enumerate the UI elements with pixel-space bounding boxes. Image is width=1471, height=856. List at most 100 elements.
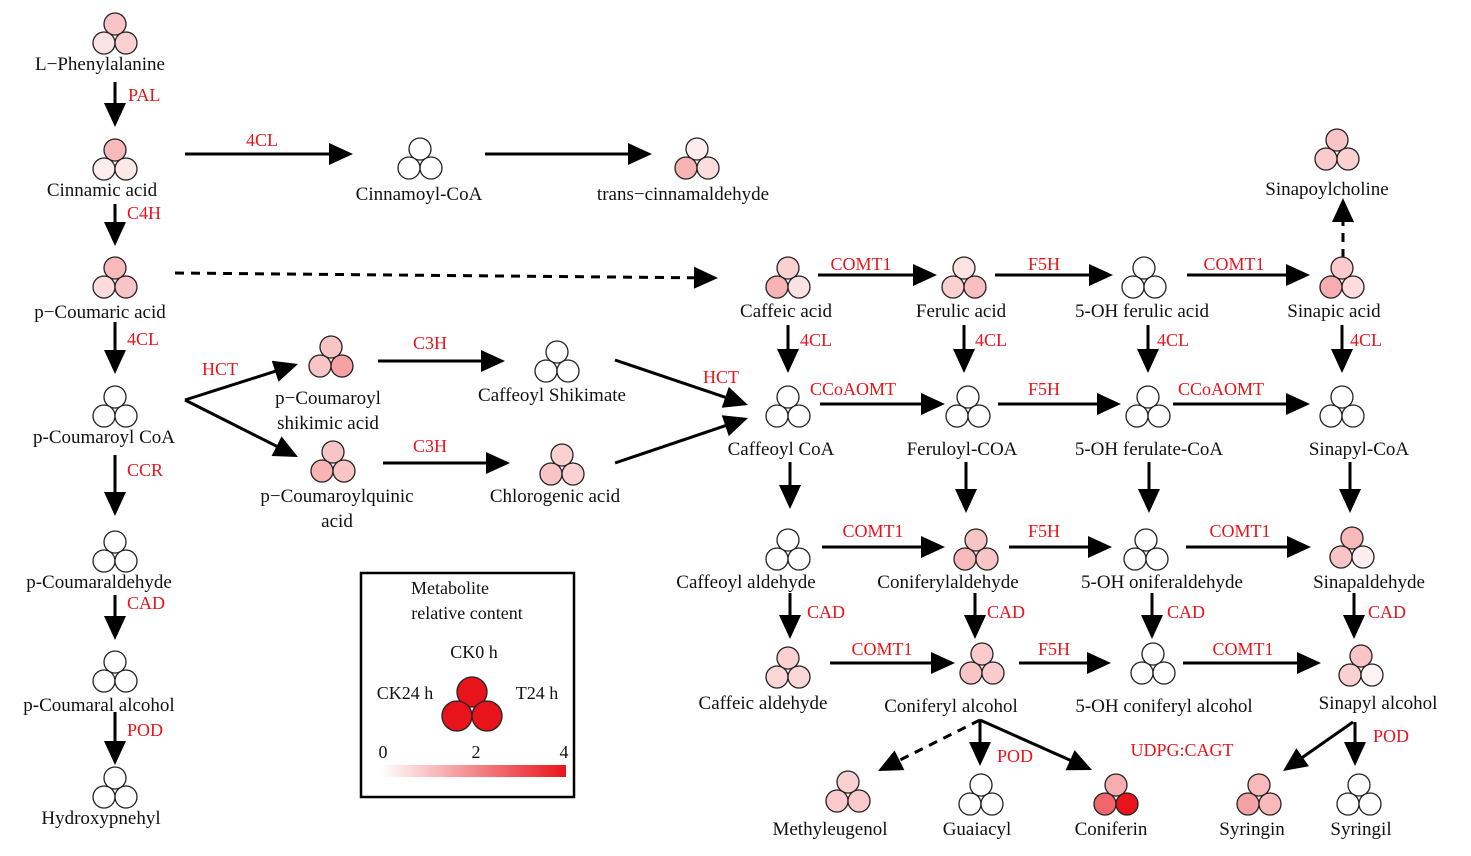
metabolite-marker-trans-cinnamaldehyde <box>674 137 720 180</box>
metabolite-label-caffeoyl-aldehyde: Caffeoyl aldehyde <box>676 572 815 593</box>
metabolite-label-5oh-ferulate-coa: 5-OH ferulate-CoA <box>1075 439 1224 460</box>
reaction-arrow-head <box>1344 742 1366 766</box>
enzyme-label-4cl-c2: 4CL <box>975 330 1007 350</box>
reaction-arrow-head <box>104 741 126 765</box>
metabolite-label-caffeic-aldehyde: Caffeic aldehyde <box>699 693 828 714</box>
metabolite-circle-ck0 <box>776 385 800 409</box>
metabolite-circle-t24 <box>967 404 991 428</box>
reaction-arrow-head <box>1297 652 1321 674</box>
metabolite-marker-syringil <box>1336 773 1382 816</box>
metabolite-circle-ck0 <box>103 530 127 554</box>
metabolite-label-l-phe: L−Phenylalanine <box>35 54 165 75</box>
metabolite-label-5oh-ferulic: 5-OH ferulic acid <box>1075 301 1209 322</box>
metabolite-circle-ck24 <box>539 462 563 486</box>
metabolite-circle-ck24 <box>310 459 334 483</box>
metabolite-circle-ck0 <box>319 335 343 359</box>
metabolite-circle-ck24 <box>1338 663 1362 687</box>
legend: Metabolite relative content CK0 h CK24 h… <box>359 571 576 799</box>
metabolite-circle-ck24 <box>765 404 789 428</box>
metabolite-marker-caffeoyl-shikimate <box>534 340 580 383</box>
metabolite-marker-p-coumaraldehyde <box>92 530 138 573</box>
metabolite-label-p-coumaraldehyde: p-Coumaraldehyde <box>26 572 172 593</box>
metabolite-circle-t24 <box>114 785 138 809</box>
metabolite-label-syringin: Syringin <box>1219 819 1285 840</box>
legend-ck24-label: CK24 h <box>377 683 434 703</box>
metabolite-circle-ck0 <box>1330 385 1354 409</box>
metabolite-label-sinapic: Sinapic acid <box>1287 301 1381 322</box>
metabolite-marker-p-coumaral-alcohol <box>92 650 138 693</box>
enzyme-label-cad-left: CAD <box>127 593 165 613</box>
reaction-arrow-line <box>897 718 981 763</box>
metabolite-circle-t24 <box>787 547 811 571</box>
reaction-arrow-head <box>721 386 748 408</box>
metabolite-marker-ferulic <box>941 256 987 299</box>
metabolite-marker-caffeic-aldehyde <box>765 646 811 689</box>
metabolite-circle-t24 <box>114 549 138 573</box>
metabolite-label-sinapoylcholine: Sinapoylcholine <box>1265 179 1388 200</box>
metabolite-label-ferulic: Ferulic acid <box>916 301 1007 322</box>
reaction-arrow-line <box>1300 720 1354 760</box>
metabolite-circle-ck24 <box>308 354 332 378</box>
metabolite-circle-ck0 <box>1330 256 1354 280</box>
reaction-arrow-line <box>184 369 278 402</box>
enzyme-label-pod-far: POD <box>1373 726 1409 746</box>
metabolite-circle-t24 <box>1258 792 1282 816</box>
metabolite-circle-ck24 <box>92 549 116 573</box>
metabolite-label-methyleugenol: Methyleugenol <box>772 819 887 840</box>
legend-scale-min: 0 <box>379 742 388 762</box>
metabolite-circle-ck0 <box>956 385 980 409</box>
legend-color-scale <box>381 765 566 777</box>
metabolite-circle-ck0 <box>836 770 860 794</box>
enzyme-label-comt1-2: COMT1 <box>1203 254 1264 274</box>
metabolite-label-chlorogenic: Chlorogenic acid <box>490 486 621 507</box>
metabolite-circle-t24 <box>787 275 811 299</box>
metabolite-marker-sinapyl-alcohol <box>1338 644 1384 687</box>
enzyme-label-4cl-c1: 4CL <box>800 330 832 350</box>
metabolite-circle-ck24 <box>92 157 116 181</box>
metabolite-circle-ck24 <box>534 359 558 383</box>
metabolite-circle-t24 <box>981 661 1005 685</box>
reaction-arrow-head <box>271 360 298 382</box>
reaction-arrow-head <box>1137 349 1159 373</box>
enzyme-label-cad-3: CAD <box>1167 602 1205 622</box>
enzyme-label-comt1-4: COMT1 <box>1209 521 1270 541</box>
metabolite-circle-ck0 <box>550 443 574 467</box>
metabolite-circle-t24 <box>114 669 138 693</box>
enzyme-label-comt1-1: COMT1 <box>830 254 891 274</box>
metabolite-circle-ck0 <box>103 385 127 409</box>
metabolite-circle-t24 <box>1360 663 1384 687</box>
metabolite-label-p-coumaral-alcohol: p-Coumaral alcohol <box>23 695 174 716</box>
metabolite-circle-ck24 <box>1123 547 1147 571</box>
metabolite-circle-ck0 <box>970 642 994 666</box>
metabolite-circle-ck24 <box>92 404 116 428</box>
metabolite-marker-coniferylaldehyde <box>953 528 999 571</box>
metabolite-label-caffeoyl-coa: Caffeoyl CoA <box>728 439 835 460</box>
enzyme-label-4cl-top: 4CL <box>246 130 278 150</box>
reaction-arrow-head <box>779 485 801 509</box>
metabolite-label-caffeoyl-shikimate: Caffeoyl Shikimate <box>478 385 626 406</box>
enzyme-label-cad-4: CAD <box>1368 602 1406 622</box>
metabolite-circle-ck0 <box>969 773 993 797</box>
metabolite-circle-ck0 <box>103 766 127 790</box>
metabolite-label-sinapyl-alcohol: Sinapyl alcohol <box>1319 693 1438 714</box>
metabolite-circle-ck24 <box>397 156 421 180</box>
reaction-arrow-head <box>964 615 986 639</box>
metabolite-label-guaiacyl: Guaiacyl <box>943 819 1012 840</box>
enzyme-label-4cl-c3: 4CL <box>1157 330 1189 350</box>
enzyme-label-cad-1: CAD <box>807 602 845 622</box>
reaction-arrow-head <box>969 742 991 766</box>
reaction-arrow-head <box>1065 750 1092 771</box>
legend-t24-circle <box>471 700 503 732</box>
reaction-arrow-line <box>174 271 697 280</box>
metabolite-circle-ck0 <box>1104 773 1128 797</box>
metabolite-circle-ck0 <box>1247 773 1271 797</box>
metabolite-label-p-coumaroyl-shikimic-2: shikimic acid <box>277 413 379 434</box>
metabolite-circle-ck0 <box>964 528 988 552</box>
metabolite-circle-ck24 <box>92 31 116 55</box>
metabolite-circle-t24 <box>980 792 1004 816</box>
reaction-arrow-head <box>104 492 126 516</box>
metabolite-circle-ck24 <box>92 669 116 693</box>
enzyme-label-pod-right: POD <box>997 746 1033 766</box>
reaction-arrow-head <box>1343 615 1365 639</box>
metabolite-circle-ck0 <box>1325 128 1349 152</box>
